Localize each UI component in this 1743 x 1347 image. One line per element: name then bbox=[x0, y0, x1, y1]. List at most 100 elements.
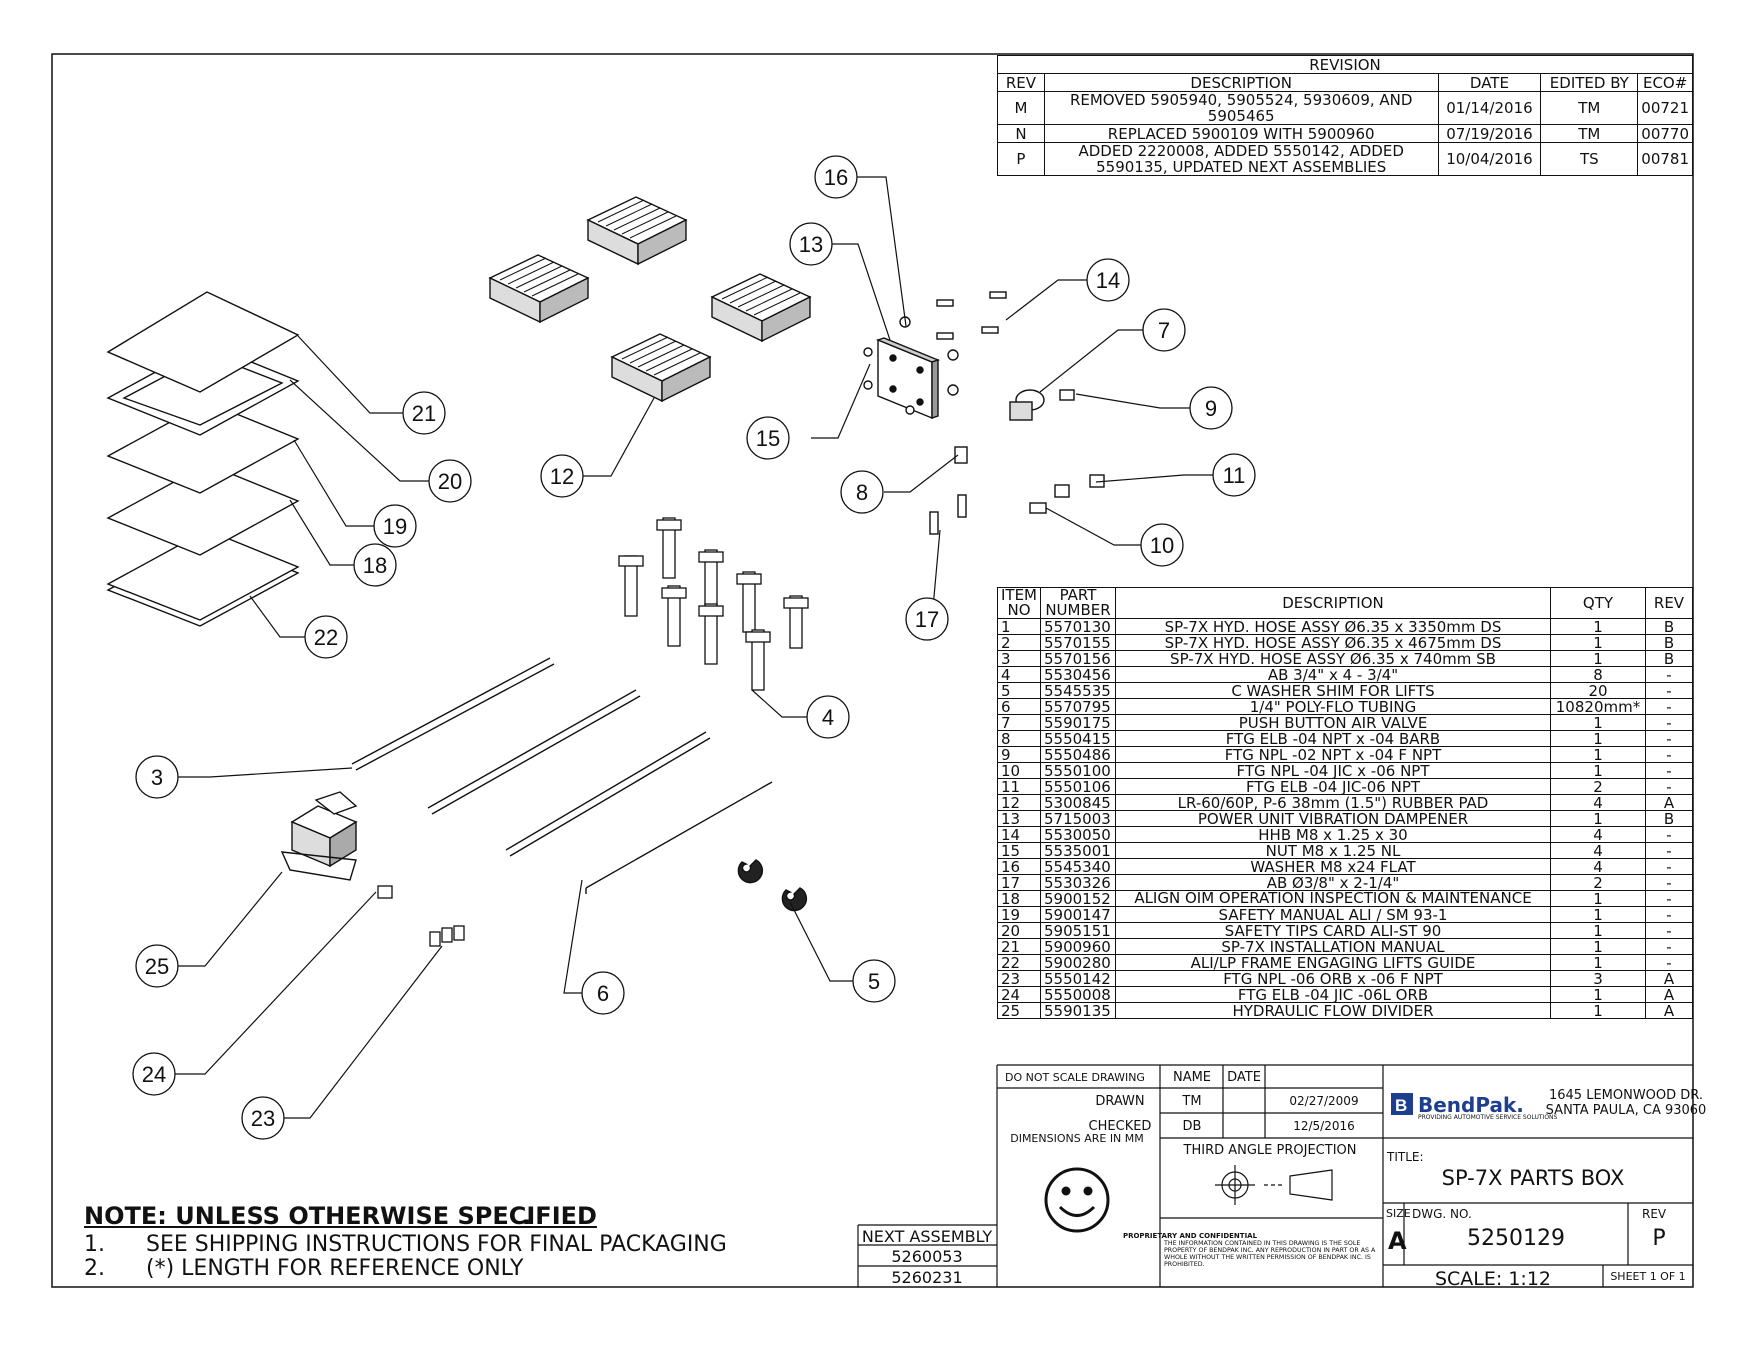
doc-22-top bbox=[106, 529, 300, 621]
bom-part-number: 5545535 bbox=[1040, 682, 1116, 699]
bom-item-no: 4 bbox=[997, 666, 1041, 683]
bom-part-number: 5550008 bbox=[1040, 986, 1116, 1003]
bom-rev: A bbox=[1645, 986, 1693, 1003]
bom-qty: 1 bbox=[1550, 986, 1646, 1003]
bom-description: 1/4" POLY-FLO TUBING bbox=[1115, 698, 1551, 715]
bom-part-number: 5590135 bbox=[1040, 1002, 1116, 1019]
address-line-2: SANTA PAULA, CA 93060 bbox=[1545, 1103, 1707, 1118]
bom-description: HHB M8 x 1.25 x 30 bbox=[1115, 826, 1551, 843]
units-note: DIMENSIONS ARE IN MM bbox=[1010, 1132, 1144, 1145]
bom-item-no: 21 bbox=[997, 938, 1041, 955]
note-2-number: 2. bbox=[84, 1256, 105, 1281]
bom-item-no: 18 bbox=[997, 890, 1041, 907]
bom-description: FTG NPL -02 NPT x -04 F NPT bbox=[1115, 746, 1551, 763]
note-1-number: 1. bbox=[84, 1232, 105, 1257]
bom-item-no: 19 bbox=[997, 906, 1041, 923]
bom-item-no: 22 bbox=[997, 954, 1041, 971]
logo-tagline: PROVIDING AUTOMOTIVE SERVICE SOLUTIONS bbox=[1418, 1114, 1558, 1121]
callout-11: 11 bbox=[1212, 453, 1256, 497]
next-assembly-2: 5260231 bbox=[891, 1268, 963, 1287]
scale: SCALE: 1:12 bbox=[1434, 1268, 1552, 1290]
note-2-text: (*) LENGTH FOR REFERENCE ONLY bbox=[146, 1256, 524, 1281]
revision-table: REVISION REV DESCRIPTION DATE EDITED BY … bbox=[997, 55, 1693, 176]
bom-rev: - bbox=[1645, 826, 1693, 843]
eco-header: ECO# bbox=[1637, 73, 1693, 92]
bom-rev: A bbox=[1645, 970, 1693, 987]
bom-qty: 10820mm* bbox=[1550, 698, 1646, 715]
callout-label: 3 bbox=[151, 765, 163, 790]
bom-qty: 4 bbox=[1550, 842, 1646, 859]
bom-item-no: 3 bbox=[997, 650, 1041, 667]
revision-row: M REMOVED 5905940, 5905524, 5930609, AND… bbox=[997, 91, 1693, 125]
callout-label: 5 bbox=[868, 969, 880, 994]
bom-item-no: 17 bbox=[997, 874, 1041, 891]
callout-20: 20 bbox=[428, 459, 472, 503]
bom-description: NUT M8 x 1.25 NL bbox=[1115, 842, 1551, 859]
bom-description: FTG ELB -04 JIC -06L ORB bbox=[1115, 986, 1551, 1003]
bom-item-no: 1 bbox=[997, 618, 1041, 635]
notes-heading-period: . bbox=[522, 1202, 532, 1230]
bom-qty: 1 bbox=[1550, 954, 1646, 971]
revision-row: N REPLACED 5900109 WITH 5900960 07/19/20… bbox=[997, 124, 1693, 143]
next-assembly-1: 5260053 bbox=[891, 1247, 963, 1266]
notes-heading: NOTE: UNLESS OTHERWISE SPECIFIED bbox=[84, 1202, 597, 1230]
callout-16: 16 bbox=[814, 155, 858, 199]
qty-header: QTY bbox=[1550, 587, 1646, 619]
callout-19: 19 bbox=[373, 504, 417, 548]
rubber-pads bbox=[488, 196, 812, 403]
logo-text: BendPak. bbox=[1418, 1093, 1524, 1117]
bom-item-no: 20 bbox=[997, 922, 1041, 939]
bom-qty: 4 bbox=[1550, 794, 1646, 811]
bom-qty: 2 bbox=[1550, 874, 1646, 891]
tubing-6 bbox=[585, 781, 773, 889]
bom-qty: 4 bbox=[1550, 858, 1646, 875]
address-line-1: 1645 LEMONWOOD DR. bbox=[1548, 1088, 1704, 1103]
do-not-scale: DO NOT SCALE DRAWING bbox=[1005, 1071, 1145, 1084]
bom-rev: B bbox=[1645, 618, 1693, 635]
bom-rev: - bbox=[1645, 906, 1693, 923]
dampener-assembly bbox=[863, 291, 1007, 420]
callout-label: 6 bbox=[597, 981, 609, 1006]
callout-15: 15 bbox=[746, 416, 790, 460]
date-label: DATE bbox=[1227, 1070, 1261, 1085]
bom-part-number: 5550106 bbox=[1040, 778, 1116, 795]
bom-item-no: 25 bbox=[997, 1002, 1041, 1019]
bom-rev: A bbox=[1645, 794, 1693, 811]
hose-1 bbox=[505, 731, 707, 851]
svg-text:B: B bbox=[1395, 1096, 1407, 1115]
callout-label: 24 bbox=[142, 1062, 166, 1087]
bom-description: FTG NPL -06 ORB x -06 F NPT bbox=[1115, 970, 1551, 987]
checked-label: CHECKED bbox=[1088, 1119, 1152, 1134]
callout-17: 17 bbox=[905, 597, 949, 641]
bom-rev: - bbox=[1645, 890, 1693, 907]
callout-5: 5 bbox=[852, 959, 896, 1003]
bom-qty: 1 bbox=[1550, 922, 1646, 939]
callout-label: 17 bbox=[915, 607, 939, 632]
bolt-17b bbox=[929, 511, 939, 535]
bom-description: HYDRAULIC FLOW DIVIDER bbox=[1115, 1002, 1551, 1019]
bom-part-number: 5900960 bbox=[1040, 938, 1116, 955]
bom-rev: - bbox=[1645, 842, 1693, 859]
callout-12: 12 bbox=[540, 454, 584, 498]
callout-label: 11 bbox=[1223, 463, 1246, 488]
projection-symbol bbox=[1215, 1165, 1333, 1205]
callout-label: 7 bbox=[1158, 318, 1170, 343]
bom-qty: 1 bbox=[1550, 714, 1646, 731]
bom-rev: - bbox=[1645, 666, 1693, 683]
callout-label: 25 bbox=[145, 954, 169, 979]
callout-21: 21 bbox=[402, 391, 446, 435]
bom-item-no: 5 bbox=[997, 682, 1041, 699]
